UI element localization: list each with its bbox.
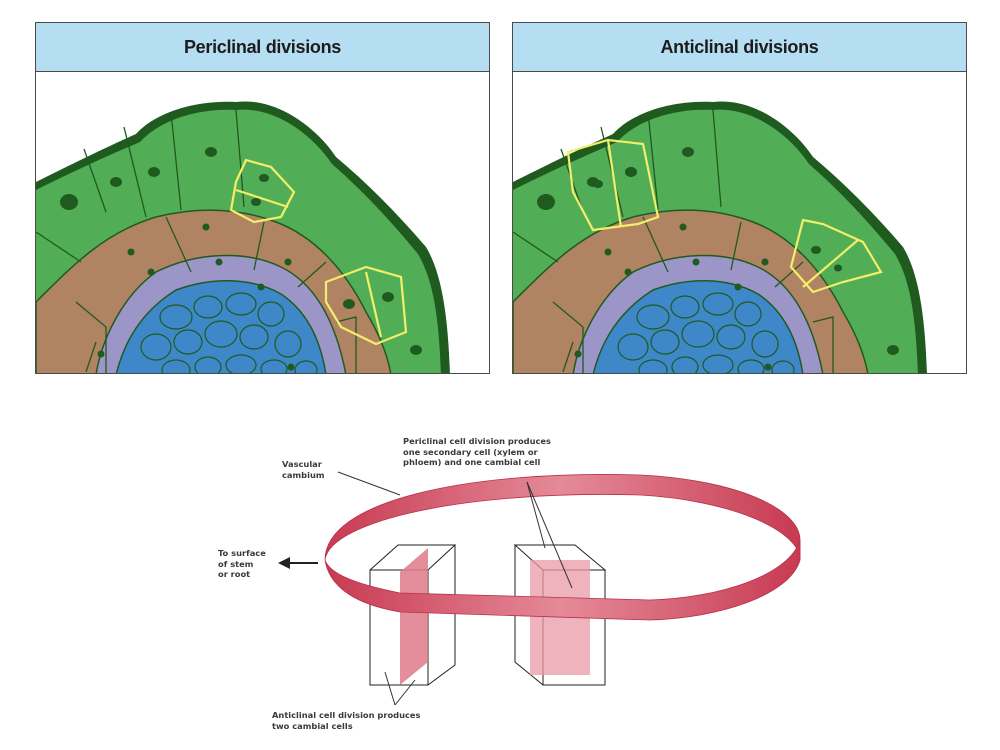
anticlinal-highlight-right: [789, 218, 883, 294]
cambium-ring-front: [324, 539, 801, 621]
periclinal-highlight-bottom: [324, 265, 408, 346]
periclinal-division-label: Periclinal cell division produces one se…: [403, 436, 551, 467]
anticlinal-leader-1: [384, 671, 396, 706]
periclinal-tissue-illustration: [36, 100, 451, 373]
periclinal-leader-2: [526, 481, 573, 589]
periclinal-highlight-top: [229, 158, 296, 224]
panel-title: Periclinal divisions: [36, 23, 489, 72]
anticlinal-division-label: Anticlinal cell division produces two ca…: [272, 710, 421, 731]
anticlinal-highlight-top: [566, 138, 660, 232]
vascular-cambium-leader: [337, 471, 401, 496]
vascular-cambium-diagram: Vascular cambium To surface of stem or r…: [0, 380, 1000, 750]
periclinal-panel: Periclinal divisions: [35, 22, 490, 374]
panel-title: Anticlinal divisions: [513, 23, 966, 72]
anticlinal-leader-2: [394, 679, 416, 706]
anticlinal-division-plane: [400, 548, 428, 685]
surface-direction-label: To surface of stem or root: [218, 548, 266, 579]
vascular-cambium-label: Vascular cambium: [282, 459, 325, 480]
anticlinal-tissue-illustration: [513, 100, 928, 373]
periclinal-leader-1: [526, 481, 546, 549]
anticlinal-panel: Anticlinal divisions: [512, 22, 967, 374]
cambium-ring-illustration: [278, 471, 801, 706]
arrow-left-icon: [278, 557, 318, 569]
